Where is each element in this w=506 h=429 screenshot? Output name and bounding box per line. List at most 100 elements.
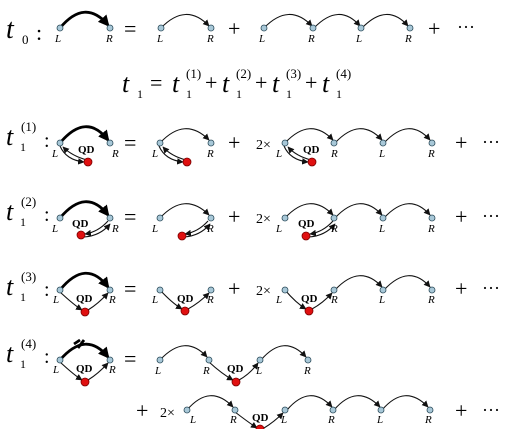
svg-text:···: ··· — [482, 132, 500, 152]
svg-text:+: + — [136, 398, 148, 423]
colon: : — [36, 20, 42, 45]
ellipsis: ··· — [457, 17, 475, 37]
svg-text:R: R — [229, 414, 237, 426]
svg-text:(2): (2) — [21, 194, 36, 209]
svg-text:···: ··· — [482, 400, 500, 420]
svg-text:R: R — [427, 223, 435, 235]
label-l: L — [54, 33, 61, 45]
svg-text:=: = — [124, 346, 136, 371]
svg-text:QD: QD — [252, 412, 269, 424]
svg-text:L: L — [376, 414, 383, 426]
svg-text:R: R — [327, 414, 335, 426]
svg-text:2×: 2× — [256, 284, 271, 299]
svg-text:(1): (1) — [21, 119, 36, 134]
plus-sign: + — [228, 16, 240, 41]
row-t1-2: t 1 (2) : L R QD = L R + 2× L QD R L R + — [6, 194, 500, 241]
svg-text:R: R — [307, 33, 315, 45]
label-r: R — [105, 33, 113, 45]
svg-text:+: + — [455, 130, 467, 155]
svg-text:R: R — [303, 365, 311, 377]
svg-text:QD: QD — [72, 218, 89, 230]
svg-text:+: + — [255, 70, 267, 95]
svg-text:QD: QD — [76, 363, 93, 375]
svg-text:L: L — [156, 33, 163, 45]
svg-text:R: R — [424, 414, 432, 426]
svg-text::: : — [44, 279, 50, 301]
svg-text::: : — [44, 204, 50, 226]
svg-text::: : — [44, 346, 50, 368]
svg-text:QD: QD — [298, 218, 315, 230]
svg-text:t: t — [272, 69, 280, 98]
svg-text:QD: QD — [227, 363, 244, 375]
svg-text:L: L — [52, 364, 59, 376]
row-t1-1: t 1 (1) : L R QD = L R + 2× L QD R L R + — [6, 119, 500, 167]
svg-text:1: 1 — [20, 290, 26, 304]
svg-text:+: + — [228, 204, 240, 229]
row-t1-4-continued: + 2× L R QD L R L R + ··· — [136, 395, 500, 429]
svg-text:R: R — [427, 294, 435, 306]
svg-text:1: 1 — [20, 140, 26, 154]
svg-text:1: 1 — [186, 87, 192, 101]
svg-text:+: + — [228, 276, 240, 301]
svg-text:1: 1 — [236, 87, 242, 101]
svg-text:L: L — [275, 223, 282, 235]
svg-text:+: + — [228, 130, 240, 155]
svg-text:1: 1 — [137, 87, 143, 101]
svg-text:+: + — [305, 70, 317, 95]
svg-text:(4): (4) — [21, 336, 36, 351]
svg-text:+: + — [455, 276, 467, 301]
svg-text:2×: 2× — [256, 138, 271, 153]
svg-text:(4): (4) — [336, 66, 351, 81]
svg-text:t: t — [6, 339, 14, 368]
svg-text:L: L — [378, 148, 385, 160]
svg-text:t: t — [6, 122, 14, 151]
svg-text:···: ··· — [482, 206, 500, 226]
svg-text:1: 1 — [20, 215, 26, 229]
svg-text:R: R — [330, 223, 338, 235]
row-t0: t 0 : L R = L R + L R L R + ··· — [6, 10, 475, 47]
svg-text:(3): (3) — [286, 66, 301, 81]
svg-text:R: R — [111, 148, 119, 160]
svg-text:1: 1 — [286, 87, 292, 101]
svg-text:+: + — [455, 204, 467, 229]
svg-text:L: L — [189, 414, 196, 426]
svg-text:(3): (3) — [21, 269, 36, 284]
svg-text:1: 1 — [20, 357, 26, 371]
svg-text:QD: QD — [303, 144, 320, 156]
svg-text:=: = — [150, 70, 162, 95]
svg-text:R: R — [202, 365, 210, 377]
site-r — [106, 24, 114, 32]
svg-text:R: R — [330, 294, 338, 306]
svg-text:R: R — [108, 364, 116, 376]
thick-arc — [58, 10, 110, 29]
svg-text:(1): (1) — [186, 66, 201, 81]
svg-text:t: t — [172, 69, 180, 98]
svg-text:L: L — [258, 33, 265, 45]
svg-text:L: L — [51, 148, 58, 160]
svg-text:=: = — [124, 130, 136, 155]
svg-text:R: R — [206, 33, 214, 45]
svg-text:(2): (2) — [236, 66, 251, 81]
svg-text:R: R — [108, 294, 116, 306]
svg-text:R: R — [111, 223, 119, 235]
svg-text:2×: 2× — [256, 212, 271, 227]
svg-text:R: R — [206, 223, 214, 235]
svg-text:=: = — [124, 204, 136, 229]
svg-text:t: t — [322, 69, 330, 98]
svg-text:L: L — [52, 294, 59, 306]
svg-text:R: R — [206, 148, 214, 160]
svg-text:L: L — [355, 33, 362, 45]
svg-text:L: L — [151, 294, 158, 306]
svg-text:L: L — [51, 223, 58, 235]
svg-text:QD: QD — [177, 293, 194, 305]
svg-text:t: t — [122, 69, 130, 98]
svg-text:R: R — [404, 33, 412, 45]
svg-text:L: L — [275, 294, 282, 306]
svg-text:t: t — [222, 69, 230, 98]
svg-text:+: + — [428, 16, 440, 41]
svg-text:t: t — [6, 197, 14, 226]
svg-text:L: L — [280, 414, 287, 426]
svg-text:+: + — [455, 398, 467, 423]
svg-text:L: L — [255, 365, 262, 377]
